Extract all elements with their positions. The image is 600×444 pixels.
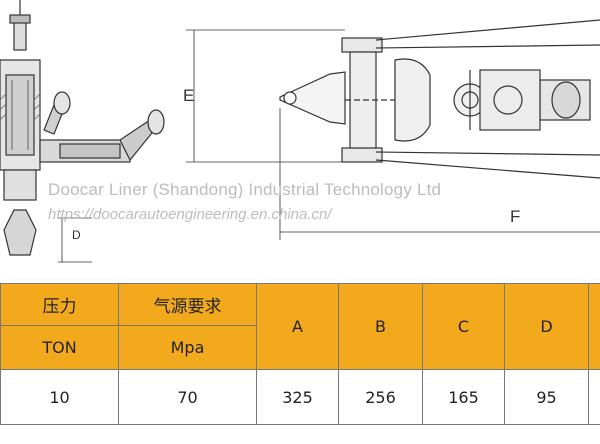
- dimension-e: [186, 29, 345, 163]
- header-c: C: [422, 283, 505, 370]
- watermark-url: https://doocarautoengineering.en.china.c…: [48, 206, 332, 223]
- header-row-1: 压力 气源要求 A B C D: [0, 283, 600, 370]
- watermark-company: Doocar Liner (Shandong) Industrial Techn…: [48, 180, 442, 199]
- cell-pressure: 10: [0, 369, 119, 425]
- header-a: A: [256, 283, 339, 370]
- header-mpa: Mpa: [118, 325, 257, 370]
- spreader-top-view: [279, 19, 600, 179]
- cell-a: 325: [256, 369, 339, 425]
- spec-table: 压力 气源要求 A B C D TON Mpa 10 70 325 256 16…: [0, 283, 600, 425]
- header-air-requirement: 气源要求: [118, 283, 257, 326]
- header-cut: [588, 283, 600, 370]
- pump-side-view: [0, 0, 165, 256]
- header-ton: TON: [0, 325, 119, 370]
- header-b: B: [338, 283, 423, 370]
- cell-b: 256: [338, 369, 423, 425]
- cell-d: 95: [504, 369, 589, 425]
- header-pressure: 压力: [0, 283, 119, 326]
- dimension-d: [58, 217, 92, 263]
- dim-label-e: E: [183, 86, 195, 105]
- dim-label-d: D: [72, 228, 81, 242]
- dim-label-f: F: [510, 207, 521, 226]
- technical-drawing: [0, 0, 600, 263]
- table-row: 10 70 325 256 165 95: [0, 369, 600, 425]
- cell-c: 165: [422, 369, 505, 425]
- cell-air: 70: [118, 369, 257, 425]
- header-d: D: [504, 283, 589, 370]
- dimension-f: [279, 108, 600, 240]
- cell-cut: [588, 369, 600, 425]
